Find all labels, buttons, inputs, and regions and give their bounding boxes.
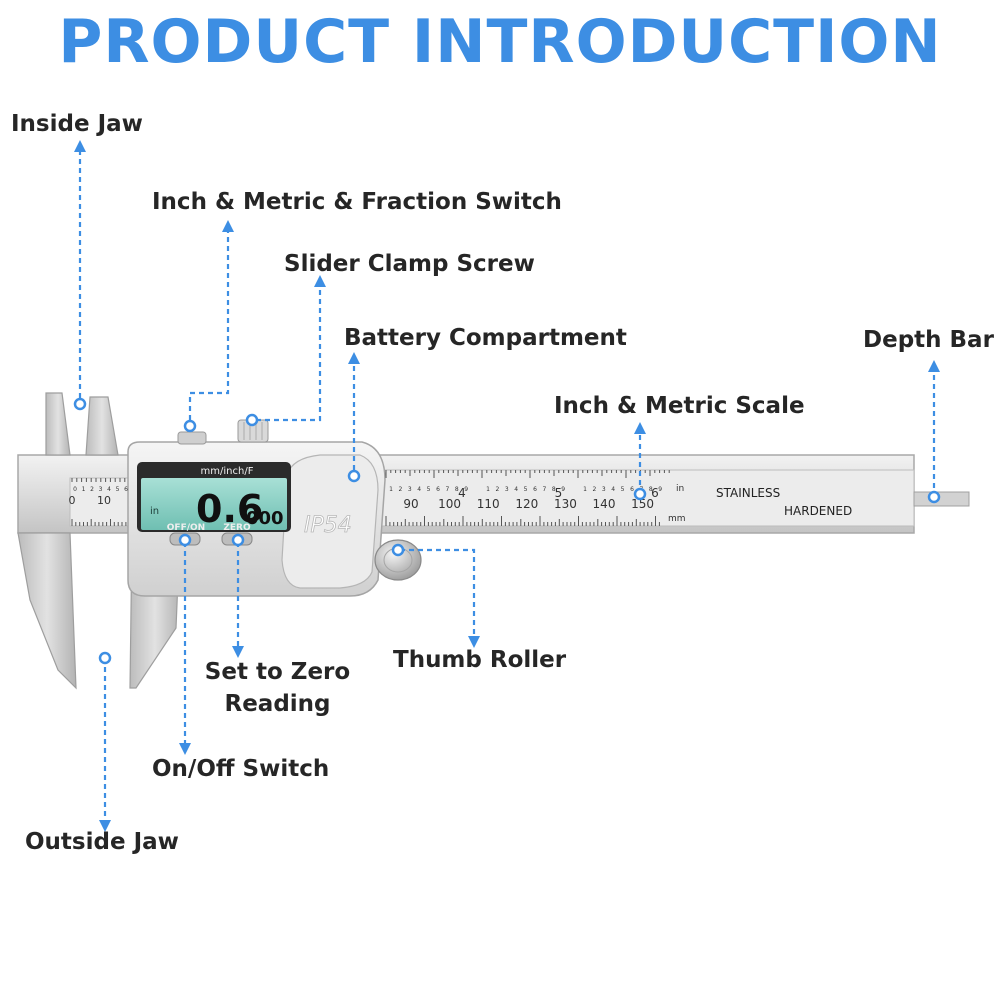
page-title: PRODUCT INTRODUCTION	[58, 7, 942, 77]
small-scale-number: 6	[630, 486, 634, 493]
small-scale-number: 9	[464, 486, 468, 493]
small-scale-number: 1	[82, 486, 86, 493]
mm-scale-number: 100	[438, 497, 461, 511]
small-scale-number: 1	[486, 486, 490, 493]
label-zero: Set to Zero Reading	[190, 656, 365, 720]
label-zero-line1: Set to Zero	[204, 659, 351, 685]
label-outside-jaw: Outside Jaw	[25, 829, 179, 855]
label-battery: Battery Compartment	[344, 325, 627, 351]
small-scale-numbers-right: 123456789123456789123456789	[389, 486, 662, 493]
small-scale-number: 3	[602, 486, 606, 493]
callout-anchors	[73, 397, 941, 665]
leader-switch	[188, 230, 230, 420]
depth-bar	[913, 491, 970, 507]
label-scale: Inch & Metric Scale	[554, 393, 805, 419]
small-scale-number: 0	[73, 486, 77, 493]
small-scale-number: 9	[561, 486, 565, 493]
small-scale-number: 8	[552, 486, 556, 493]
small-scale-number: 1	[583, 486, 587, 493]
btn-onoff-label: OFF/ON	[167, 523, 205, 533]
scale-unit-mm: mm	[668, 514, 686, 524]
small-scale-number: 4	[417, 486, 421, 493]
label-clamp: Slider Clamp Screw	[284, 251, 535, 277]
small-scale-number: 4	[514, 486, 518, 493]
mm-scale-number: 130	[554, 497, 577, 511]
clamp-screw	[237, 419, 269, 443]
mode-label: mm/inch/F	[201, 466, 254, 477]
small-scale-number: 5	[621, 486, 625, 493]
ip-rating: IP54	[304, 513, 352, 538]
mm-scale-number: 110	[477, 497, 500, 511]
leader-thumb	[400, 548, 476, 638]
small-scale-number: 6	[124, 486, 128, 493]
leader-clamp	[256, 285, 322, 422]
lcd-reading-main: 0.6	[196, 487, 263, 531]
label-thumb: Thumb Roller	[393, 647, 567, 673]
label-switch: Inch & Metric & Fraction Switch	[152, 189, 562, 215]
small-scale-number: 2	[398, 486, 402, 493]
small-scale-number: 3	[408, 486, 412, 493]
mm-scale-number: 120	[515, 497, 538, 511]
small-scale-number: 5	[524, 486, 528, 493]
callout-arrowheads	[74, 140, 940, 832]
jaw-scale-number: 10	[97, 494, 111, 507]
small-scale-number: 5	[116, 486, 120, 493]
small-scale-number: 9	[658, 486, 662, 493]
fixed-jaw	[17, 392, 77, 690]
small-scale-number: 4	[107, 486, 111, 493]
inch-scale-number: 5	[555, 486, 563, 500]
label-depth: Depth Bar	[863, 327, 994, 353]
hardened-text: HARDENED	[784, 504, 852, 518]
mm-scale-number: 150	[631, 497, 654, 511]
small-scale-number: 8	[649, 486, 653, 493]
small-scale-number: 7	[542, 486, 546, 493]
scale-unit-in: in	[676, 484, 684, 494]
mm-scale-numbers: 90 100 110 120 130 140 150	[403, 497, 654, 511]
label-onoff: On/Off Switch	[152, 756, 330, 782]
label-zero-line2: Reading	[224, 691, 331, 717]
small-scale-number: 5	[427, 486, 431, 493]
small-scale-number: 7	[445, 486, 449, 493]
label-inside-jaw: Inside Jaw	[11, 111, 143, 137]
stainless-text: STAINLESS	[716, 486, 780, 500]
small-scale-number: 2	[90, 486, 94, 493]
lcd-reading-small: 000	[246, 508, 284, 529]
btn-zero-label: ZERO	[223, 523, 251, 533]
callout-leaders	[78, 150, 936, 822]
slider-body	[127, 431, 386, 597]
jaw-scale-numbers: 0 10	[69, 494, 112, 507]
small-scale-number: 6	[436, 486, 440, 493]
lcd-unit-in: in	[150, 506, 159, 517]
jaw-scale-number: 0	[69, 494, 76, 507]
small-scale-number: 1	[389, 486, 393, 493]
small-scale-number: 8	[455, 486, 459, 493]
small-scale-number: 2	[592, 486, 596, 493]
small-scale-number: 6	[533, 486, 537, 493]
inch-scale-number: 4	[458, 486, 466, 500]
mm-scale-number: 140	[593, 497, 616, 511]
small-scale-number: 4	[611, 486, 615, 493]
small-scale-number: 2	[495, 486, 499, 493]
small-scale-number: 3	[99, 486, 103, 493]
mm-scale-number: 90	[403, 497, 418, 511]
inch-scale-number: 6	[651, 486, 659, 500]
small-scale-number: 3	[505, 486, 509, 493]
